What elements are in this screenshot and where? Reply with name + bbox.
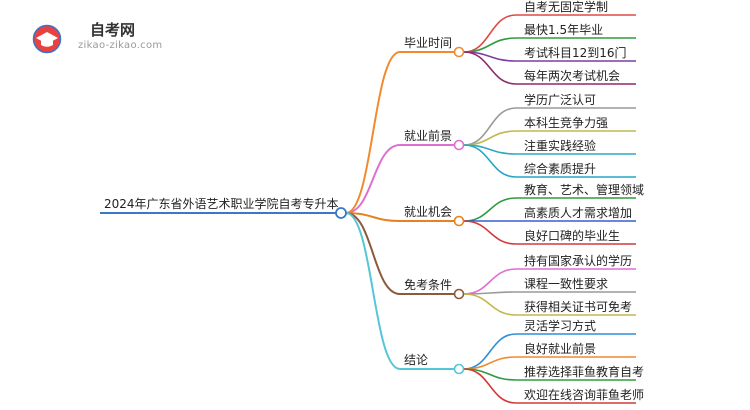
leaf-label: 灵活学习方式 [524, 318, 596, 333]
branch-connector [345, 212, 401, 295]
branch-node [453, 215, 465, 227]
leaf-connector [463, 107, 517, 146]
branch-node [453, 288, 465, 300]
branch-label: 就业机会 [404, 205, 452, 219]
branch-label: 结论 [404, 353, 428, 367]
root-label: 2024年广东省外语艺术职业学院自考专升本 [104, 196, 339, 211]
leaf-label: 自考无固定学制 [524, 0, 608, 14]
leaf-connector [463, 220, 517, 245]
logo-url: zikao-zikao.com [78, 40, 163, 51]
leaf-connector [463, 144, 517, 178]
leaf-label: 推荐选择菲鱼教育自考 [524, 364, 644, 379]
branch-node [453, 139, 465, 151]
leaf-connector [463, 268, 517, 295]
root-node [335, 207, 347, 219]
leaf-label: 综合素质提升 [524, 161, 596, 176]
leaf-label: 最快1.5年毕业 [524, 23, 603, 37]
leaf-label: 注重实践经验 [524, 138, 596, 153]
leaf-label: 良好口碑的毕业生 [524, 228, 620, 243]
graduation-cap-icon [32, 24, 62, 54]
leaf-connector [463, 51, 517, 85]
branch-node [453, 363, 465, 375]
site-logo[interactable]: 自考网 zikao-zikao.com [10, 18, 170, 62]
branch-connector [345, 212, 401, 222]
leaf-label: 良好就业前景 [524, 341, 596, 356]
branch-connector [345, 144, 401, 214]
branch-connector [345, 212, 401, 370]
leaf-label: 高素质人才需求增加 [524, 205, 632, 220]
leaf-label: 获得相关证书可免考 [524, 299, 632, 314]
branch-label: 毕业时间 [404, 36, 452, 50]
leaf-connector [463, 293, 517, 316]
leaf-label: 考试科目12到16门 [524, 45, 627, 60]
leaf-label: 本科生竞争力强 [524, 116, 608, 130]
leaf-label: 持有国家承认的学历 [524, 253, 632, 268]
leaf-label: 每年两次考试机会 [524, 68, 620, 83]
branch-connector [345, 51, 401, 214]
branch-node [453, 46, 465, 58]
branch-label: 就业前景 [404, 128, 452, 143]
leaf-label: 课程一致性要求 [524, 276, 608, 291]
leaf-label: 教育、艺术、管理领域 [524, 182, 644, 197]
branch-label: 免考条件 [404, 277, 452, 292]
leaf-label: 学历广泛认可 [524, 92, 596, 107]
leaf-label: 欢迎在线咨询菲鱼老师 [524, 387, 644, 402]
leaf-connector [463, 197, 517, 222]
leaf-connector [463, 368, 517, 404]
leaf-connector [463, 14, 517, 53]
logo-name: 自考网 [90, 21, 136, 39]
